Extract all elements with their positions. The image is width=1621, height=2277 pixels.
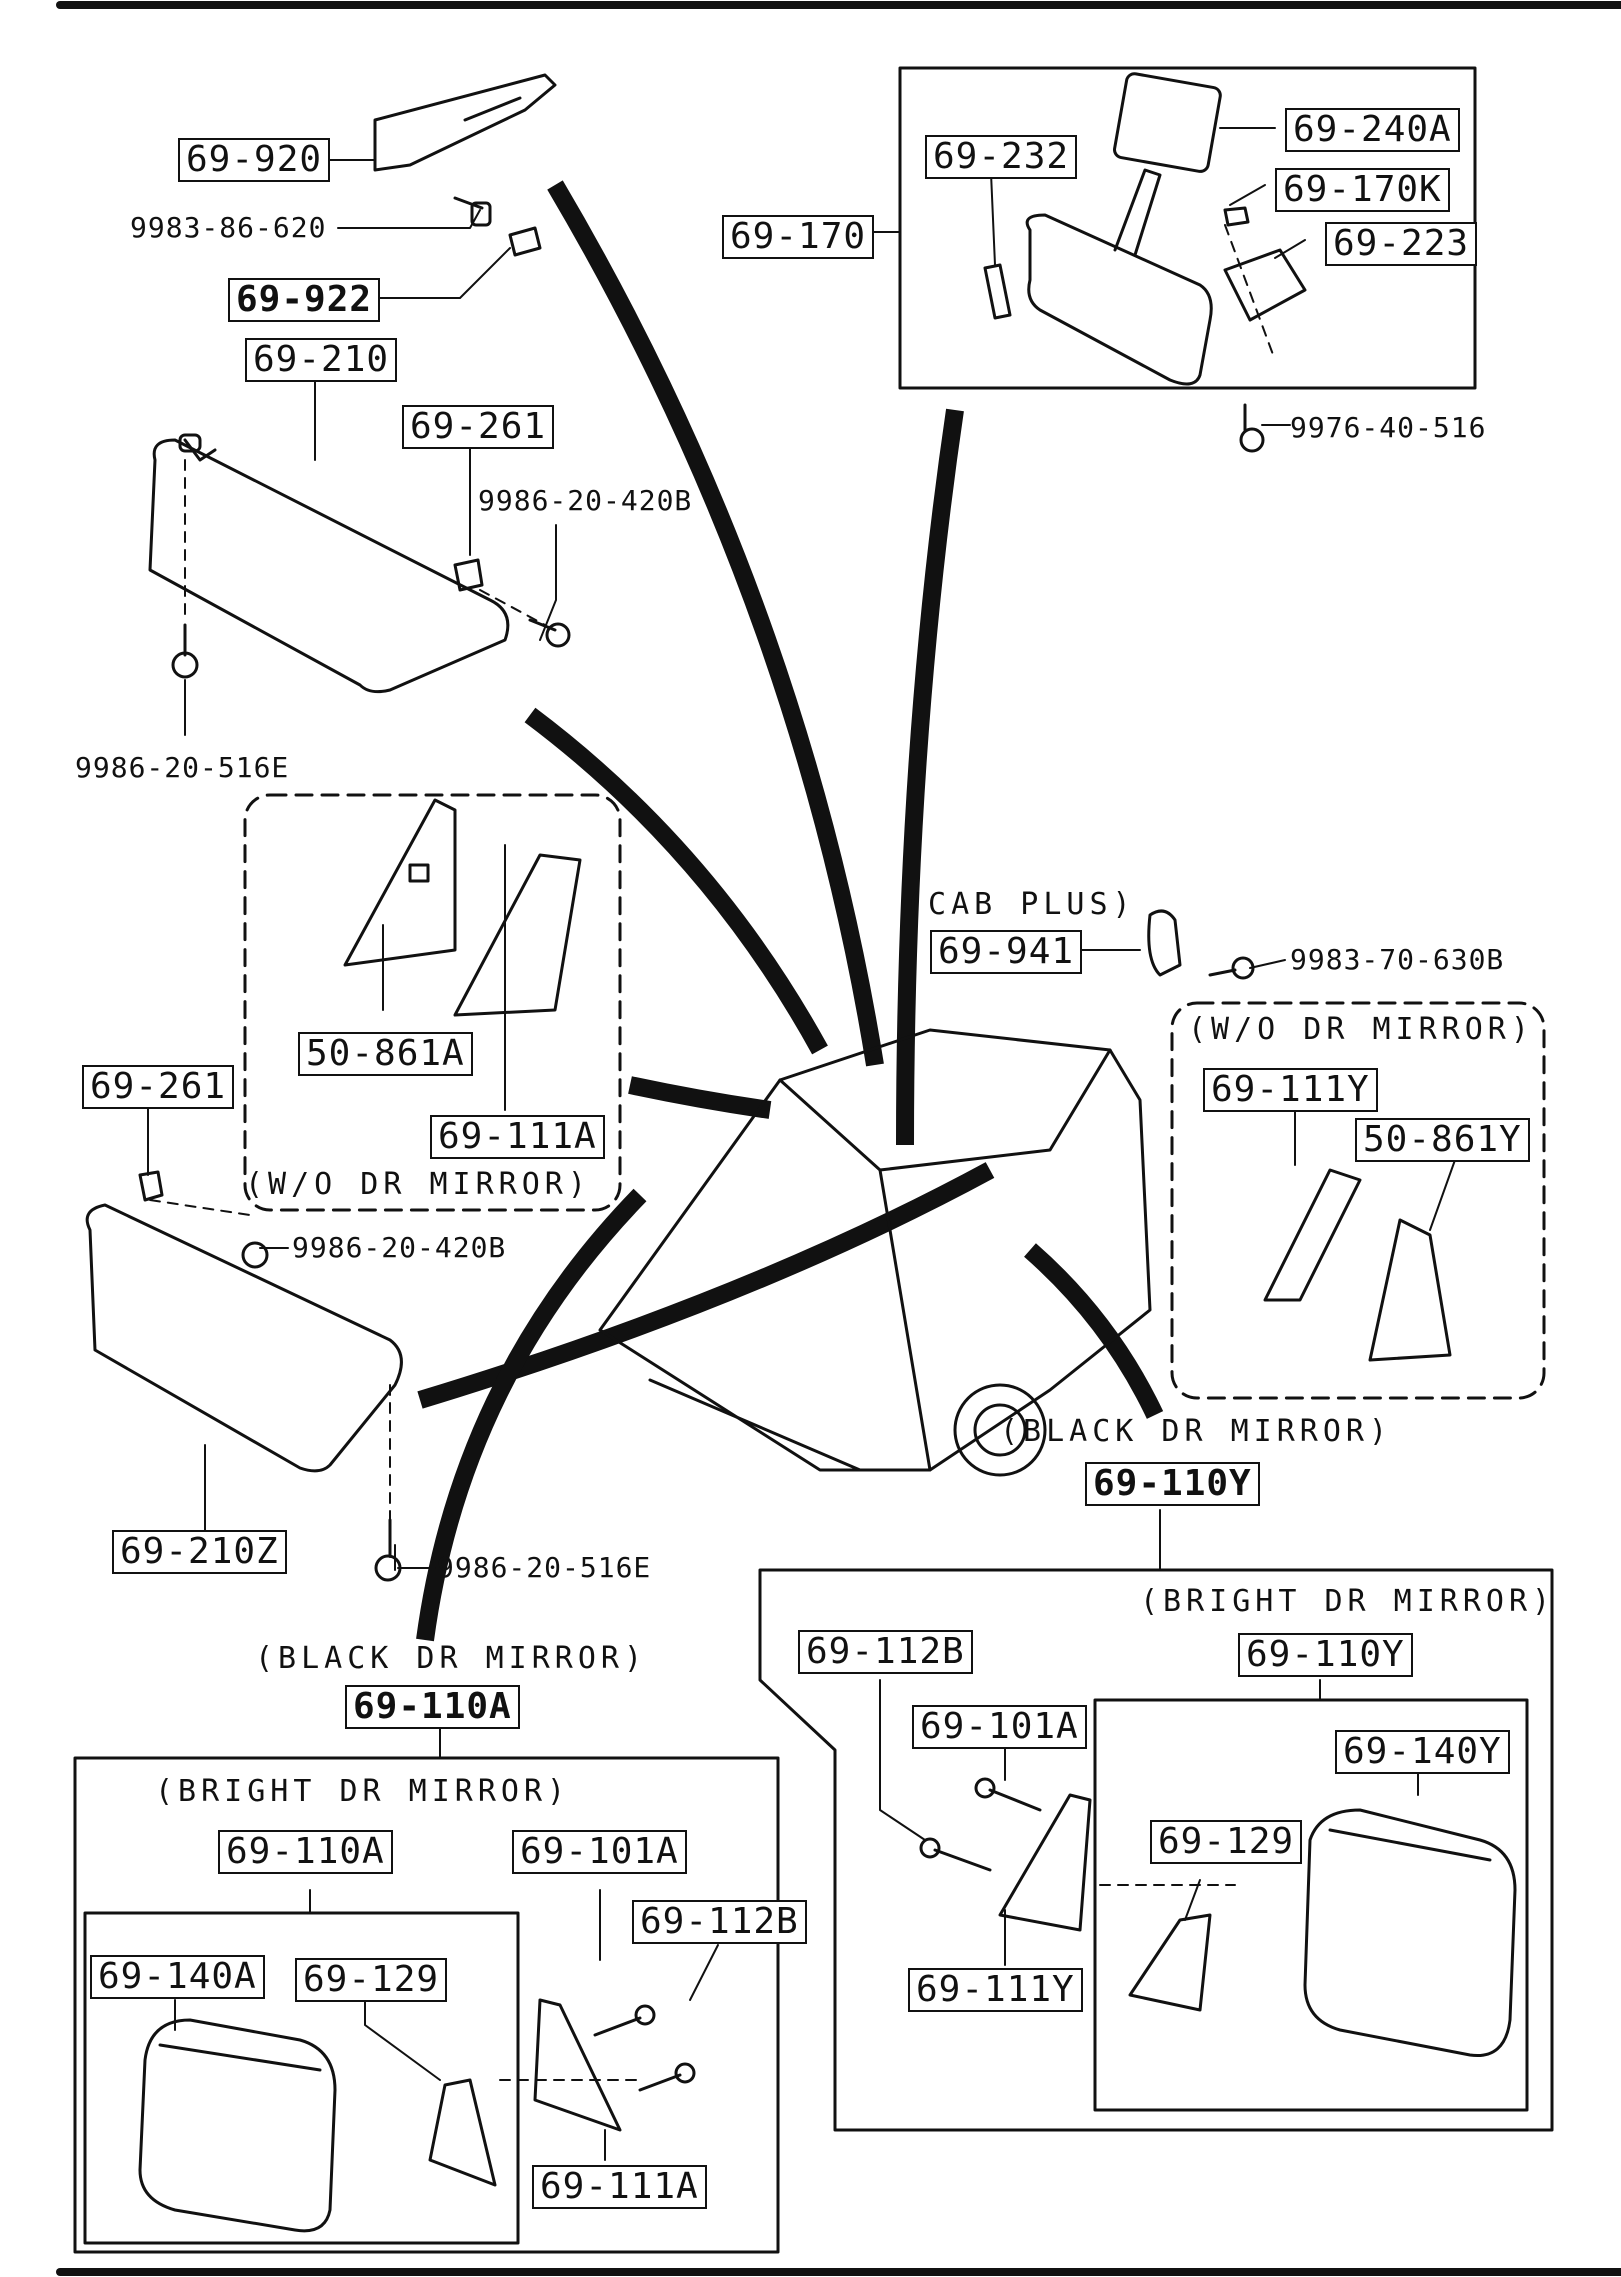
label-bright-dr-mirror-right: (BRIGHT DR MIRROR) — [1140, 1584, 1556, 1619]
label-69-140a: 69-140A — [90, 1955, 265, 1999]
bulb-69-170k — [1223, 206, 1250, 227]
truck — [598, 1028, 1152, 1477]
label-69-111y-bottom: 69-111Y — [908, 1968, 1083, 2012]
label-69-223: 69-223 — [1325, 222, 1478, 266]
garnish-69-111a-top — [453, 853, 582, 1017]
label-69-129-left: 69-129 — [295, 1958, 448, 2002]
label-black-dr-mirror-right: (BLACK DR MIRROR) — [1000, 1414, 1393, 1449]
garnish-69-111y-top — [1263, 1168, 1362, 1302]
label-69-261-left: 69-261 — [82, 1065, 235, 1109]
screw-9986-20-516e-left — [374, 1518, 402, 1582]
callout-arcs — [416, 180, 1164, 1642]
label-9983-70-630b: 9983-70-630B — [1290, 943, 1505, 976]
screw-69-112b-right — [919, 1837, 992, 1872]
garnish-69-111a-bottom — [533, 1998, 622, 2132]
wo-dr-mirror-right-frame — [1170, 1001, 1546, 1400]
holder-69-261-left — [138, 1170, 164, 1202]
plug-69-941 — [1147, 909, 1182, 977]
label-69-110y-inner: 69-110Y — [1238, 1633, 1413, 1677]
label-69-129-right: 69-129 — [1150, 1820, 1303, 1864]
screw-69-101a-left — [593, 2004, 656, 2037]
label-69-232: 69-232 — [925, 135, 1078, 179]
label-69-920: 69-920 — [178, 138, 331, 182]
label-69-111a-bottom: 69-111A — [532, 2165, 707, 2209]
assist-grip-69-920 — [373, 73, 557, 172]
bulb-69-232 — [983, 263, 1012, 320]
label-9986-20-420b-left: 9986-20-420B — [292, 1231, 507, 1264]
bright-dr-mirror-left-outer — [73, 1756, 780, 2254]
bright-dr-mirror-right-inner — [1093, 1698, 1529, 2112]
label-69-170k: 69-170K — [1275, 168, 1450, 212]
label-69-210z: 69-210Z — [112, 1530, 287, 1574]
label-69-112b-right: 69-112B — [798, 1630, 973, 1674]
label-9986-20-516e-left: 9986-20-516E — [437, 1551, 652, 1584]
gasket-69-129-left — [428, 2078, 497, 2187]
label-69-210: 69-210 — [245, 338, 398, 382]
label-69-101a-left: 69-101A — [512, 1830, 687, 1874]
label-69-941: 69-941 — [930, 930, 1083, 974]
label-bright-dr-mirror-left: (BRIGHT DR MIRROR) — [155, 1774, 571, 1809]
label-black-dr-mirror-left: (BLACK DR MIRROR) — [255, 1641, 648, 1676]
mirror-69-140a — [138, 2018, 337, 2233]
screw-69-112b-left — [638, 2062, 696, 2092]
bright-dr-mirror-left-inner — [83, 1911, 520, 2245]
screw-9986-20-516e-top — [171, 623, 199, 679]
screw-9983-70-630b — [1208, 956, 1255, 980]
label-69-922: 69-922 — [228, 278, 381, 322]
bright-dr-mirror-right-outer — [758, 1568, 1554, 2132]
label-69-140y: 69-140Y — [1335, 1730, 1510, 1774]
label-cab-plus: (CAB PLUS) — [905, 887, 1136, 922]
garnish-50-861y — [1368, 1218, 1452, 1362]
garnish-50-861a — [343, 798, 457, 967]
label-69-110a-top: 69-110A — [345, 1685, 520, 1729]
label-69-110y-top: 69-110Y — [1085, 1462, 1260, 1506]
gasket-69-129-right — [1128, 1913, 1212, 2012]
screw-9976-40-516 — [1239, 403, 1265, 453]
label-69-112b-left: 69-112B — [632, 1900, 807, 1944]
garnish-69-111y-bottom — [998, 1793, 1092, 1932]
label-9976-40-516: 9976-40-516 — [1290, 411, 1487, 444]
screw-9983-86-620 — [453, 196, 492, 227]
label-69-111y-top: 69-111Y — [1203, 1068, 1378, 1112]
label-50-861a: 50-861A — [298, 1032, 473, 1076]
rearview-mirror-69-170 — [1025, 72, 1222, 386]
screw-9986-20-420b-top — [528, 618, 571, 648]
cap-69-922 — [508, 226, 542, 257]
label-9986-20-516e-top: 9986-20-516E — [75, 751, 290, 784]
sun-visor-69-210 — [148, 433, 510, 694]
label-9986-20-420b-top: 9986-20-420B — [478, 484, 693, 517]
label-wo-dr-mirror-right: (W/O DR MIRROR) — [1188, 1012, 1534, 1047]
mirror-69-140y — [1303, 1808, 1517, 2058]
screw-9986-20-420b-left — [241, 1241, 269, 1269]
screw-69-101a-right — [974, 1777, 1042, 1812]
label-69-111a-top: 69-111A — [430, 1115, 605, 1159]
sun-visor-69-210z — [85, 1203, 403, 1473]
label-50-861y: 50-861Y — [1355, 1118, 1530, 1162]
lamp-69-223 — [1223, 248, 1307, 322]
wo-dr-mirror-left-frame — [243, 793, 622, 1212]
holder-69-261-top — [453, 558, 484, 592]
label-69-240a: 69-240A — [1285, 108, 1460, 152]
label-69-261-top: 69-261 — [402, 405, 555, 449]
label-69-101a-right: 69-101A — [912, 1705, 1087, 1749]
label-69-170: 69-170 — [722, 215, 875, 259]
label-wo-dr-mirror-left: (W/O DR MIRROR) — [245, 1167, 591, 1202]
label-9983-86-620: 9983-86-620 — [130, 211, 327, 244]
label-69-110a-inner: 69-110A — [218, 1830, 393, 1874]
